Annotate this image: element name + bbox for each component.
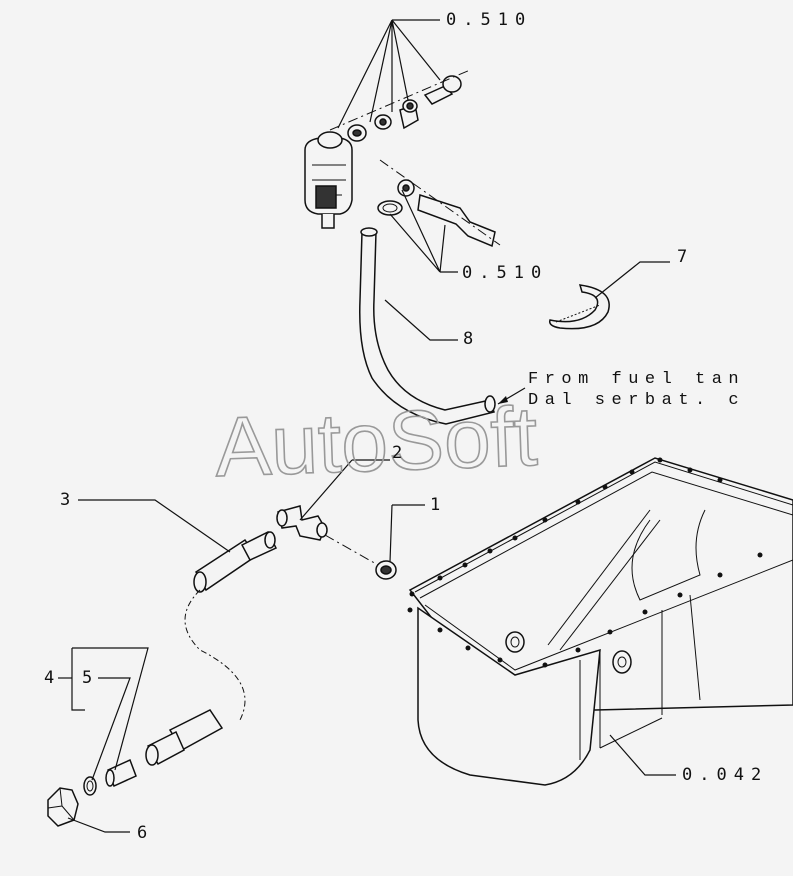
oil-pan [407, 457, 793, 786]
watermark: AutoSoft [214, 389, 539, 494]
fuel-hose [359, 227, 496, 425]
adapter-nipple [105, 758, 137, 788]
callout-5: 5 [82, 668, 92, 688]
callout-3: 3 [60, 490, 70, 510]
lower-hose-fitting [145, 709, 224, 766]
banjo-fittings [329, 69, 471, 142]
callout-8: 8 [463, 329, 473, 349]
callout-2: 2 [392, 443, 402, 463]
callout-1: 1 [430, 495, 440, 515]
note-line-1: From fuel tan [528, 370, 745, 389]
cap-nut [47, 787, 79, 827]
callout-ref-mid: 0.510 [462, 263, 548, 283]
callout-7: 7 [677, 247, 687, 267]
hose-end-fitting [193, 530, 278, 593]
sealing-washer [375, 560, 397, 580]
note-line-2: Dal serbat. c [528, 391, 745, 410]
flexible-line-continuation [184, 589, 246, 721]
callout-4: 4 [44, 668, 54, 688]
hose-clamp [548, 284, 610, 330]
o-ring-washer [83, 776, 97, 796]
fuel-line-union [377, 159, 501, 248]
fuel-filter [304, 131, 353, 229]
callout-ref-top: 0.510 [446, 10, 532, 30]
tee-fitting [276, 505, 379, 566]
callout-6: 6 [137, 823, 147, 843]
callout-ref-pan: 0.042 [682, 765, 768, 785]
leader-lines [58, 19, 676, 833]
